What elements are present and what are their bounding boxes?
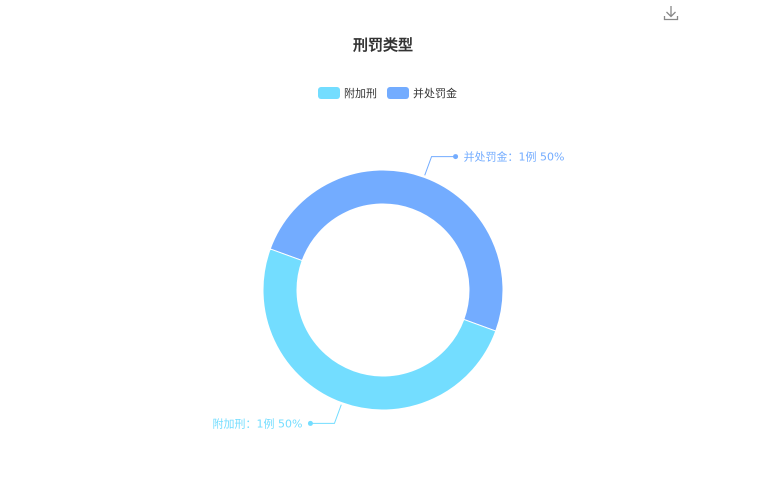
download-icon[interactable] <box>662 4 680 22</box>
donut-slice-0[interactable] <box>262 248 497 411</box>
legend-item-0[interactable]: 附加刑 <box>318 85 377 101</box>
chart-legend: 附加刑 并处罚金 <box>318 86 457 100</box>
legend-label-1: 并处罚金 <box>413 87 457 100</box>
legend-item-1[interactable]: 并处罚金 <box>387 85 457 101</box>
donut-slice-1[interactable] <box>269 169 504 332</box>
leader-line-1 <box>424 156 456 176</box>
download-icon-graphic <box>663 6 679 21</box>
data-label-0: 附加刑：1例 50% <box>212 416 302 430</box>
leader-dot-1 <box>453 154 459 160</box>
leader-dot-0 <box>307 420 313 426</box>
chart-title: 刑罚类型 <box>352 36 413 54</box>
data-label-1: 并处罚金：1例 50% <box>464 150 565 164</box>
legend-swatch-0 <box>318 87 340 99</box>
leader-line-0 <box>310 404 342 424</box>
legend-label-0: 附加刑 <box>344 87 377 100</box>
legend-swatch-1 <box>387 87 409 99</box>
